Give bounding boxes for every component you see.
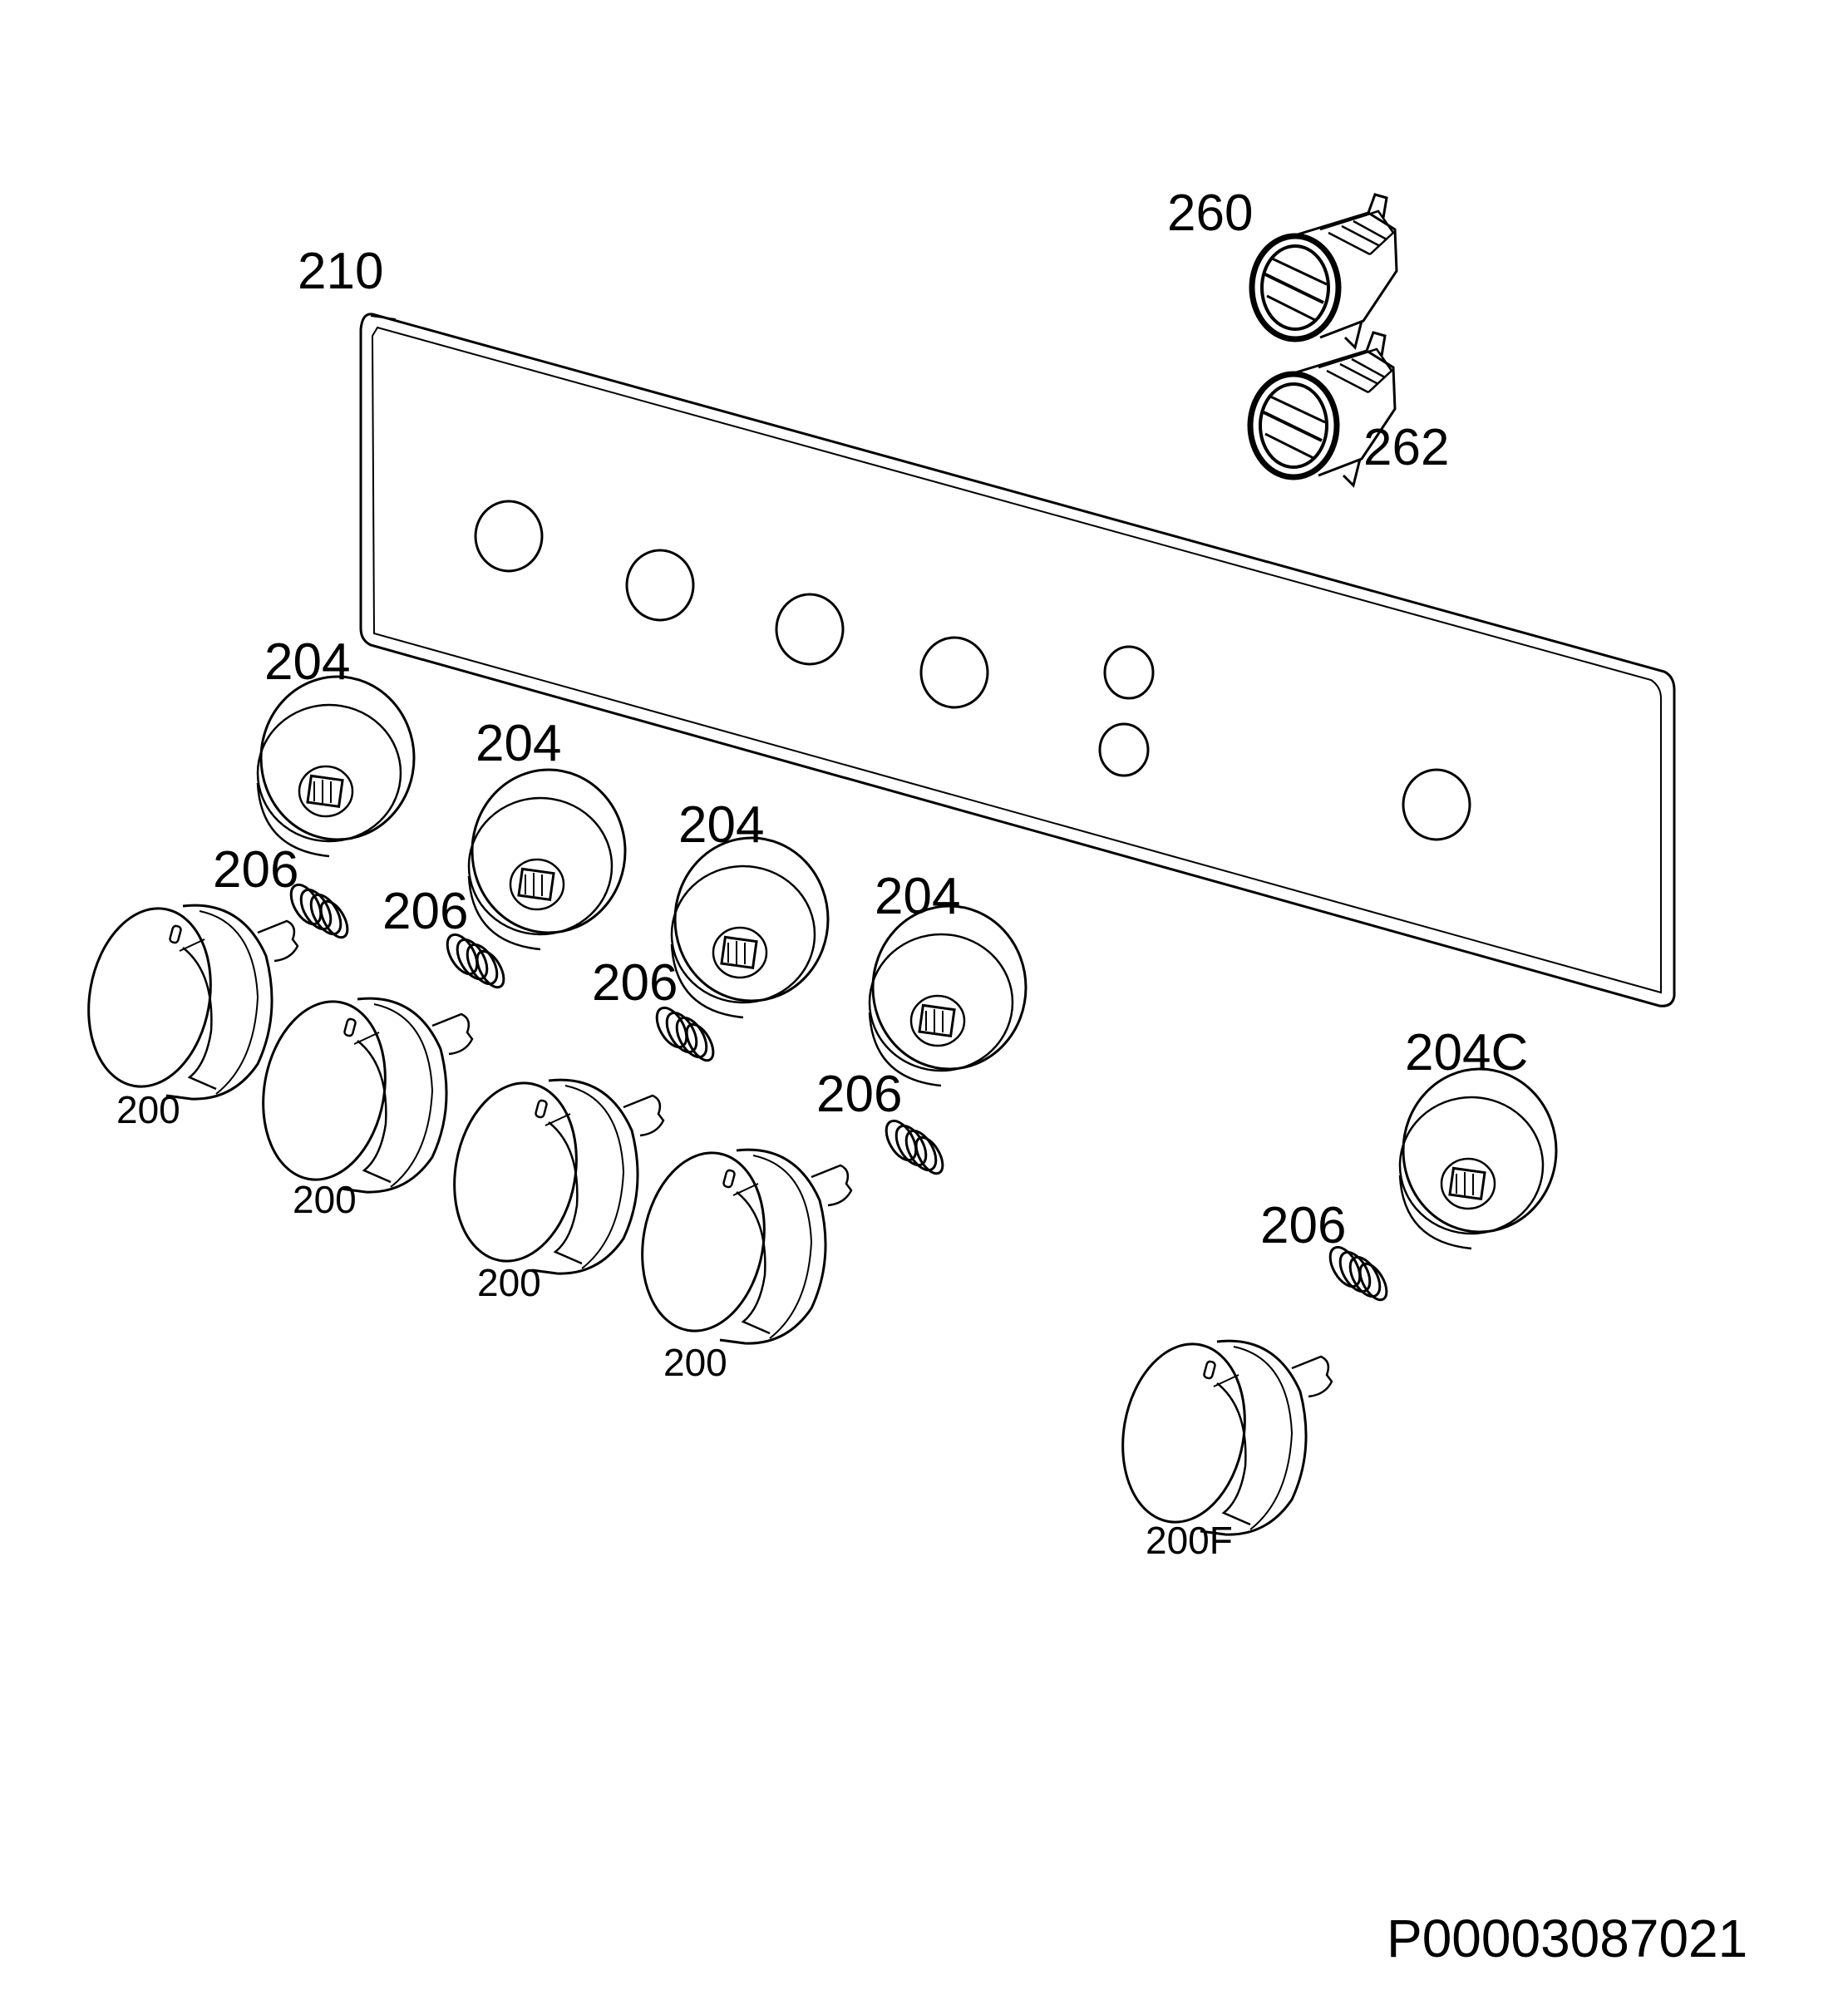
control-panel-210 [359, 313, 1676, 1007]
control-knob-200-2 [248, 990, 474, 1194]
bezel-204-4 [868, 904, 1027, 1087]
label-204c: 204C [1405, 1024, 1529, 1081]
label-260: 260 [1167, 185, 1254, 242]
control-knob-200f [1107, 1332, 1333, 1536]
bezel-204-3 [670, 836, 830, 1019]
panel-hole-4 [919, 636, 989, 709]
spring-206-4 [879, 1114, 949, 1180]
drawing-code: P00003087021 [1387, 1909, 1748, 1968]
control-knob-200-4 [627, 1141, 853, 1345]
bezel-204-2 [467, 768, 627, 951]
panel-hole-lamp-1 [1103, 645, 1155, 700]
bezel-204c [1398, 1067, 1558, 1250]
label-204-3: 204 [678, 796, 765, 854]
label-210: 210 [298, 243, 384, 300]
label-204-1: 204 [264, 633, 351, 691]
label-206-4: 206 [816, 1066, 903, 1123]
indicator-lamp-260 [1252, 195, 1397, 347]
label-200-4: 200 [663, 1341, 727, 1384]
spring-206-3 [649, 1001, 720, 1066]
label-206-3: 206 [592, 954, 678, 1012]
panel-hole-2 [625, 549, 695, 622]
label-206-5: 206 [1260, 1197, 1347, 1254]
label-206-2: 206 [382, 883, 469, 940]
bezel-204-1 [256, 675, 416, 858]
label-204-2: 204 [476, 715, 562, 772]
label-262: 262 [1363, 419, 1450, 476]
panel-hole-1 [474, 500, 544, 573]
label-200-1: 200 [116, 1088, 180, 1131]
panel-hole-5 [1402, 768, 1471, 841]
control-knob-200-3 [439, 1071, 665, 1275]
label-200f: 200F [1146, 1519, 1233, 1562]
label-200-2: 200 [293, 1178, 357, 1221]
label-206-1: 206 [213, 841, 299, 899]
label-200-3: 200 [477, 1261, 541, 1304]
control-knob-200-1 [73, 897, 299, 1101]
panel-hole-3 [775, 593, 845, 666]
panel-hole-lamp-2 [1098, 722, 1150, 777]
label-204-4: 204 [875, 868, 961, 925]
